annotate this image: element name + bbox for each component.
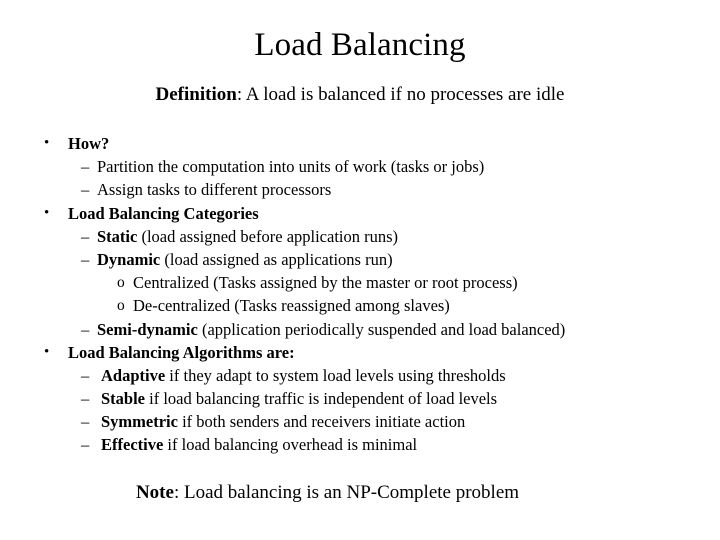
bullet-term: Effective [101,435,164,455]
bullet-detail: (load assigned before application runs) [137,226,399,246]
bullet-line: –Effective if load balancing overhead is… [0,433,720,456]
definition-line: Definition: A load is balanced if no pro… [0,83,720,106]
bullet-detail: if load balancing traffic is independent… [145,389,498,409]
bullet-line: –Symmetric if both senders and receivers… [0,410,720,433]
bullet-text: Adaptive if they adapt to system load le… [101,364,506,387]
bullet-marker-icon: • [44,135,50,151]
bullet-line: –Assign tasks to different processors [0,178,720,201]
bullet-line: o Centralized (Tasks assigned by the mast… [0,271,720,294]
bullet-text: Assign tasks to different processors [97,178,331,201]
bullet-text: Load Balancing Algorithms are: [68,341,295,364]
definition-text: : A load is balanced if no processes are… [236,84,565,105]
bullet-text: Effective if load balancing overhead is … [101,433,417,456]
bullet-text: Dynamic (load assigned as applications r… [97,248,393,271]
note-label: Note [135,482,174,503]
bullet-line: • How? [0,132,720,155]
note-text: : Load balancing is an NP-Complete probl… [173,482,520,503]
bullet-text: Partition the computation into units of … [97,155,484,178]
bullet-marker-icon: • [44,204,50,221]
bullet-marker-icon: o [117,297,125,315]
bullet-term: Symmetric [101,412,178,432]
bullet-list: •How?–Partition the computation into uni… [0,132,720,457]
bullet-text: Centralized (Tasks assigned by the maste… [133,271,518,294]
bullet-detail: Centralized (Tasks assigned by the maste… [133,273,518,293]
bullet-marker-icon: – [81,249,90,269]
bullet-marker-icon: – [81,319,90,339]
bullet-line: –Stable if load balancing traffic is ind… [0,387,720,410]
bullet-detail: if they adapt to system load levels usin… [165,365,506,385]
bullet-marker-icon: – [81,389,90,409]
bullet-line: o De-centralized (Tasks reassigned among … [0,294,720,317]
bullet-term: Dynamic [97,249,161,269]
slide-title: Load Balancing [254,27,466,63]
bullet-marker-icon: – [81,226,90,246]
bullet-marker-icon: o [117,274,125,292]
bullet-text: Stable if load balancing traffic is inde… [101,387,497,410]
bullet-text: De-centralized (Tasks reassigned among s… [133,294,450,317]
footer-note: Note: Load balancing is an NP-Complete p… [0,481,655,504]
bullet-text: How? [68,132,109,155]
bullet-line: • Load Balancing Algorithms are: [0,341,720,364]
bullet-detail: (application periodically suspended and … [197,319,566,339]
bullet-term: How? [68,134,110,153]
bullet-text: Symmetric if both senders and receivers … [101,410,465,433]
bullet-line: • Load Balancing Categories [0,202,720,225]
bullet-term: Load Balancing Algorithms are: [68,342,295,362]
bullet-line: –Static (load assigned before applicatio… [0,225,720,248]
definition-label: Definition [155,84,237,105]
bullet-detail: if load balancing overhead is minimal [163,435,418,455]
bullet-term: Stable [101,389,146,409]
bullet-line: –Partition the computation into units of… [0,155,720,178]
bullet-term: Load Balancing Categories [68,203,259,223]
bullet-detail: if both senders and receivers initiate a… [177,412,466,432]
bullet-detail: De-centralized (Tasks reassigned among s… [133,296,450,316]
bullet-marker-icon: – [81,435,90,455]
bullet-detail: Assign tasks to different processors [97,180,332,200]
bullet-term: Static [97,226,138,246]
bullet-detail: Partition the computation into units of … [97,157,485,177]
bullet-marker-icon: – [81,412,90,432]
bullet-text: Static (load assigned before application… [97,225,398,248]
bullet-marker-icon: – [81,157,90,177]
bullet-text: Semi-dynamic (application periodically s… [97,318,565,341]
bullet-marker-icon: – [81,365,90,385]
bullet-line: –Semi-dynamic (application periodically … [0,318,720,341]
bullet-line: –Dynamic (load assigned as applications … [0,248,720,271]
bullet-detail: (load assigned as applications run) [160,249,393,269]
bullet-marker-icon: – [81,180,90,200]
bullet-text: Load Balancing Categories [68,202,259,225]
bullet-marker-icon: • [44,343,50,360]
bullet-term: Adaptive [101,365,166,385]
bullet-line: –Adaptive if they adapt to system load l… [0,364,720,387]
bullet-term: Semi-dynamic [97,319,198,339]
